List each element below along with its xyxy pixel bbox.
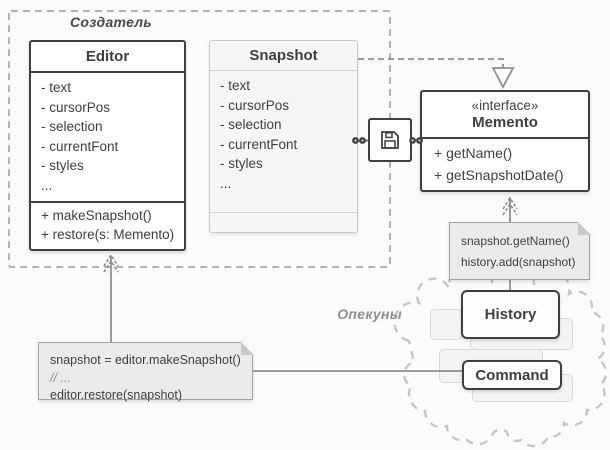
field-row: - cursorPos bbox=[220, 97, 290, 113]
method-row: + restore(s: Memento) bbox=[41, 227, 175, 243]
ghost-card bbox=[430, 309, 462, 340]
memento-interface-box: «interface» Memento + getName() + getSna… bbox=[420, 90, 590, 192]
field-row: - styles bbox=[220, 156, 263, 172]
history-box: History bbox=[461, 290, 560, 339]
snapshot-class-box: Snapshot - text - cursorPos - selection … bbox=[209, 40, 358, 233]
memento-stereotype: «interface» bbox=[471, 98, 539, 113]
command-box: Command bbox=[462, 360, 562, 390]
method-row: + getName() bbox=[434, 145, 513, 161]
note-line: snapshot = editor.makeSnapshot() bbox=[50, 353, 241, 367]
method-row: + makeSnapshot() bbox=[41, 207, 152, 223]
field-row: ... bbox=[220, 175, 232, 191]
field-row: - currentFont bbox=[41, 138, 119, 154]
note-line: editor.restore(snapshot) bbox=[50, 388, 183, 402]
editor-class-box: Editor - text - cursorPos - selection - … bbox=[29, 40, 186, 251]
memento-arrowhead bbox=[502, 196, 518, 216]
snapshot-memento-realization-line bbox=[358, 58, 504, 68]
field-row: - styles bbox=[41, 158, 84, 174]
caretakers-region-label: Опекуны bbox=[337, 306, 402, 322]
history-box-label: History bbox=[484, 306, 537, 323]
floppy-disk-icon bbox=[381, 131, 399, 149]
memento-usage-note: snapshot.getName() history.add(snapshot) bbox=[449, 221, 591, 280]
method-row: + getSnapshotDate() bbox=[434, 166, 564, 183]
field-row: - currentFont bbox=[220, 136, 298, 152]
field-row: - text bbox=[220, 78, 251, 93]
note-comment-line: // ... bbox=[50, 371, 71, 385]
editor-usage-note: snapshot = editor.makeSnapshot() // ... … bbox=[38, 341, 254, 402]
command-box-label: Command bbox=[475, 366, 549, 384]
field-row: - selection bbox=[220, 117, 282, 133]
snapshot-fields-section: - text - cursorPos - selection - current… bbox=[210, 71, 357, 212]
editor-methods-section: + makeSnapshot() + restore(s: Memento) bbox=[31, 200, 184, 250]
snapshot-save-node bbox=[368, 118, 412, 162]
editor-arrowhead bbox=[103, 253, 119, 273]
field-row: ... bbox=[41, 177, 53, 193]
field-row: - cursorPos bbox=[41, 99, 111, 115]
editor-class-title: Editor bbox=[31, 42, 184, 73]
snapshot-empty-methods-section bbox=[210, 212, 357, 232]
note-line: history.add(snapshot) bbox=[461, 255, 576, 269]
originator-region-label: Создатель bbox=[69, 14, 152, 30]
realization-triangle-arrowhead bbox=[491, 67, 515, 89]
snapshot-class-title: Snapshot bbox=[210, 41, 357, 71]
editor-fields-section: - text - cursorPos - selection - current… bbox=[31, 73, 184, 201]
field-row: - text bbox=[41, 80, 72, 95]
note-line: snapshot.getName() bbox=[461, 234, 570, 248]
field-row: - selection bbox=[41, 119, 103, 135]
memento-methods-section: + getName() + getSnapshotDate() bbox=[422, 139, 588, 190]
memento-title: Memento bbox=[472, 114, 538, 131]
